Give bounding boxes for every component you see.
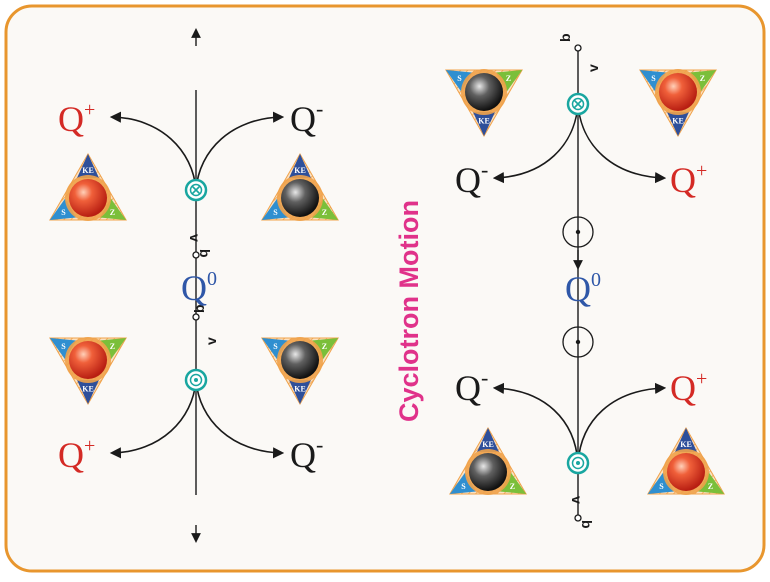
trajectory-q-plus-lower bbox=[577, 382, 667, 464]
triangle-corner-label: S bbox=[61, 342, 66, 351]
field-into-page-icon bbox=[566, 92, 590, 116]
right-panel: b v v b Q- Q+ Q0 Q- Q+ bbox=[455, 33, 707, 528]
positive-particle-icon: KE S Z bbox=[49, 152, 127, 221]
velocity-label: v bbox=[203, 337, 219, 345]
q-minus-label: Q- bbox=[455, 157, 488, 200]
field-out-of-page-icon bbox=[566, 451, 590, 475]
trajectory-q-plus-lower bbox=[109, 379, 197, 459]
positive-particle-icon: KE S Z bbox=[647, 426, 725, 495]
q-plus-label: Q+ bbox=[670, 368, 707, 408]
field-label: b bbox=[557, 33, 573, 42]
q-plus-label: Q+ bbox=[58, 435, 95, 475]
diagram-title: Cyclotron Motion bbox=[394, 200, 424, 422]
negative-particle-icon: KE S Z bbox=[261, 337, 339, 406]
q-minus-label: Q- bbox=[290, 96, 323, 139]
triangle-corner-label: KE bbox=[478, 116, 490, 125]
trajectory-q-minus-lower bbox=[492, 382, 579, 464]
left-panel: v b b v Q+ Q- Q0 Q+ Q- bbox=[58, 28, 323, 543]
velocity-label: v bbox=[187, 234, 203, 242]
triangle-corner-label: KE bbox=[672, 116, 684, 125]
q-plus-label: Q+ bbox=[670, 160, 707, 200]
triangle-corner-label: KE bbox=[294, 384, 306, 393]
particles-layer: KE S Z KE S Z KE S Z KE S Z KE S Z KE S Z KE S Z KE S Z bbox=[49, 69, 725, 495]
triangle-corner-label: S bbox=[273, 208, 278, 217]
field-out-of-page-icon bbox=[562, 216, 594, 248]
triangle-corner-label: KE bbox=[294, 166, 306, 175]
q-zero-label: Q0 bbox=[565, 269, 601, 309]
triangle-corner-label: S bbox=[457, 74, 462, 83]
field-label: b bbox=[579, 520, 595, 529]
triangle-corner-label: S bbox=[651, 74, 656, 83]
triangle-corner-label: Z bbox=[110, 342, 115, 351]
negative-particle-icon: KE S Z bbox=[445, 69, 523, 138]
trajectory-q-minus-upper bbox=[195, 111, 285, 191]
trajectory-q-minus-upper bbox=[492, 103, 579, 184]
triangle-corner-label: KE bbox=[82, 166, 94, 175]
triangle-corner-label: KE bbox=[680, 440, 692, 449]
triangle-corner-label: KE bbox=[482, 440, 494, 449]
triangle-corner-label: S bbox=[461, 482, 466, 491]
field-out-of-page-icon bbox=[184, 368, 208, 392]
triangle-corner-label: Z bbox=[322, 208, 327, 217]
field-label: b bbox=[197, 249, 213, 258]
triangle-corner-label: S bbox=[273, 342, 278, 351]
velocity-label: v bbox=[569, 496, 585, 504]
positive-particle-icon: KE S Z bbox=[639, 69, 717, 138]
q-minus-label: Q- bbox=[290, 432, 323, 475]
triangle-corner-label: KE bbox=[82, 384, 94, 393]
triangle-corner-label: Z bbox=[510, 482, 515, 491]
triangle-corner-label: Z bbox=[506, 74, 511, 83]
negative-particle-icon: KE S Z bbox=[449, 426, 527, 495]
triangle-corner-label: Z bbox=[322, 342, 327, 351]
q-minus-label: Q- bbox=[455, 365, 488, 408]
positive-particle-icon: KE S Z bbox=[49, 337, 127, 406]
trajectory-q-minus-lower bbox=[195, 379, 285, 459]
triangle-corner-label: S bbox=[61, 208, 66, 217]
diagram-frame bbox=[4, 4, 766, 573]
triangle-corner-label: Z bbox=[110, 208, 115, 217]
field-out-of-page-icon bbox=[562, 326, 594, 358]
negative-particle-icon: KE S Z bbox=[261, 152, 339, 221]
triangle-corner-label: S bbox=[659, 482, 664, 491]
velocity-label: v bbox=[585, 64, 601, 72]
trajectory-q-plus-upper bbox=[109, 111, 197, 191]
field-into-page-icon bbox=[184, 178, 208, 202]
triangle-corner-label: Z bbox=[708, 482, 713, 491]
triangle-corner-label: Z bbox=[700, 74, 705, 83]
q-zero-label: Q0 bbox=[181, 268, 217, 308]
q-plus-label: Q+ bbox=[58, 99, 95, 139]
trajectory-q-plus-upper bbox=[577, 103, 667, 184]
field-label: b bbox=[191, 304, 207, 313]
